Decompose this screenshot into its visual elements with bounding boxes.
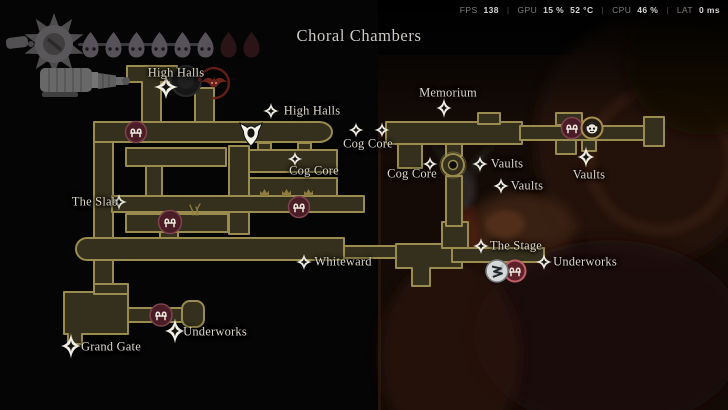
mask-empty-icon xyxy=(243,32,260,58)
bench-icon xyxy=(287,195,311,219)
gpu-temp: 52 °C xyxy=(570,5,594,15)
divider: | xyxy=(601,5,605,15)
map-label-vaults: Vaults xyxy=(490,156,524,171)
map-label-underworks: Underworks xyxy=(553,254,617,269)
map-label-whiteward: Whiteward xyxy=(314,254,372,269)
map-label-vaults: Vaults xyxy=(572,167,606,182)
gpu-value: 15 % xyxy=(543,5,565,15)
spiked-flail-icon xyxy=(6,13,84,75)
map-label-cog-core: Cog Core xyxy=(343,136,393,151)
mask-filled-icon xyxy=(174,32,191,58)
cpu-label: CPU xyxy=(612,5,632,15)
map-label-the-stage: The Stage xyxy=(489,238,543,253)
hornet-player-icon xyxy=(239,121,263,147)
silver-swirl-badge-icon xyxy=(485,259,509,283)
bellway-icon xyxy=(170,65,202,97)
mask-filled-icon xyxy=(197,32,214,58)
gpu-label: GPU xyxy=(517,5,538,15)
map-label-high-halls: High Halls xyxy=(147,65,205,80)
lat-label: LAT xyxy=(676,5,694,15)
fps-value: 138 xyxy=(483,5,499,15)
bench-icon xyxy=(124,120,148,144)
bench-markers xyxy=(124,116,584,327)
lat-value: 0 ms xyxy=(699,5,720,15)
bench-icon xyxy=(157,209,183,235)
player-hud xyxy=(0,0,260,105)
cylinder-tool-icon xyxy=(40,68,130,97)
divider: | xyxy=(666,5,669,15)
page-title: Choral Chambers xyxy=(296,26,422,45)
fps-label: FPS xyxy=(459,5,478,15)
map-label-high-halls: High Halls xyxy=(283,103,341,118)
map-label-cog-core: Cog Core xyxy=(289,163,339,178)
gear-room xyxy=(439,151,467,179)
cpu-value: 46 % xyxy=(637,5,659,15)
health-masks xyxy=(80,30,262,59)
mask-filled-icon xyxy=(82,32,99,58)
map-rooms xyxy=(63,65,665,345)
mask-empty-icon xyxy=(220,32,237,58)
bench-icon xyxy=(149,303,173,327)
mask-filled-icon xyxy=(151,32,168,58)
map-label-cog-core: Cog Core xyxy=(387,166,437,181)
red-bat-icon xyxy=(197,66,231,100)
map-label-memorium: Memorium xyxy=(419,85,477,100)
mask-filled-icon xyxy=(128,32,145,58)
map-label-the-slab: The Slab xyxy=(71,194,119,209)
map-label-vaults: Vaults xyxy=(510,178,544,193)
map-label-grand-gate: Grand Gate xyxy=(81,339,141,354)
divider: | xyxy=(506,5,510,15)
performance-bar: FPS 138 | GPU 15 % 52 °C | CPU 46 % | LA… xyxy=(460,3,720,17)
bench-icon xyxy=(560,116,584,140)
mask-face-badge-icon xyxy=(580,116,604,140)
map-label-underworks: Underworks xyxy=(183,324,247,339)
mask-filled-icon xyxy=(105,32,122,58)
